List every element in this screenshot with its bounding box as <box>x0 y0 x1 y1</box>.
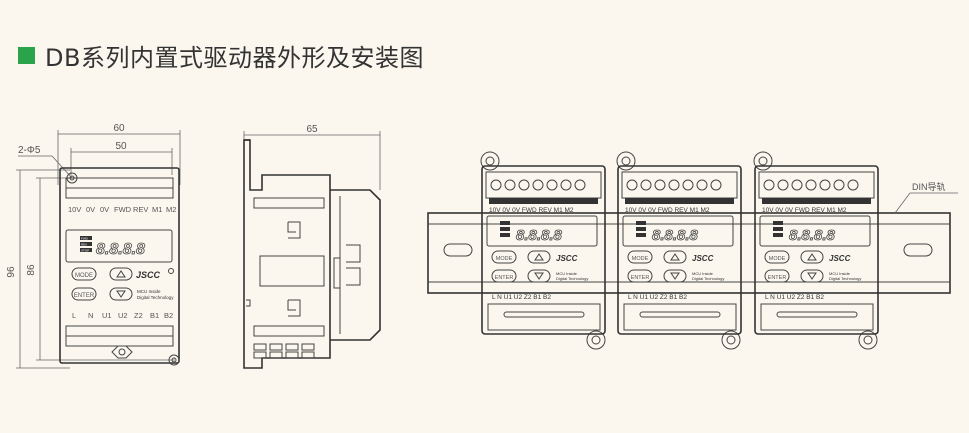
up-button[interactable] <box>109 267 133 281</box>
terminal-label: 0V <box>100 205 109 214</box>
terminal-label: B1 <box>150 311 159 320</box>
svg-text:JSCC: JSCC <box>829 254 851 263</box>
mode-button-label: MODE <box>75 273 93 279</box>
svg-text:L N U1 U2 Z2 B1 B2: L N U1 U2 Z2 B1 B2 <box>628 294 687 301</box>
din-rail-label: DIN导轨 <box>912 181 946 192</box>
seven-segment-display: 8.8.8.8 <box>96 241 145 258</box>
svg-text:Digital Technology: Digital Technology <box>556 276 588 281</box>
dim-depth: 65 <box>306 124 318 135</box>
down-button[interactable] <box>109 287 133 301</box>
display-panel <box>65 229 173 263</box>
driver-unit-2: 10V 0V 0V FWD REV M1 M2 8.8.8.8 MODE JSC… <box>616 151 742 350</box>
svg-text:ENTER: ENTER <box>768 275 787 281</box>
mcu-label-2: Digital Technology <box>137 295 174 300</box>
triangle-up-icon <box>116 270 126 278</box>
enter-button[interactable] <box>71 287 97 301</box>
dim-hole-spacing: 50 <box>115 141 127 152</box>
terminal-label: B2 <box>164 311 173 320</box>
svg-text:MODE: MODE <box>496 256 513 262</box>
bottom-terminal-labels: L N U1 U2 Z2 B1 B2 <box>72 311 173 320</box>
svg-text:JSCC: JSCC <box>692 254 714 263</box>
mount-hole-icon <box>168 354 180 366</box>
svg-text:MCU Inside: MCU Inside <box>556 271 578 276</box>
svg-text:L N U1 U2 Z2 B1 B2: L N U1 U2 Z2 B1 B2 <box>492 294 551 301</box>
svg-text:10V 0V 0V FWD REV M1 M2: 10V 0V 0V FWD REV M1 M2 <box>489 207 574 214</box>
side-view: 65 <box>243 124 381 369</box>
terminal-label: M1 <box>152 205 162 214</box>
svg-text:8.8.8.8: 8.8.8.8 <box>652 227 699 244</box>
svg-text:MCU Inside: MCU Inside <box>829 271 851 276</box>
terminal-label: U2 <box>118 311 128 320</box>
rail-slot <box>443 243 473 257</box>
dim-hole-height: 86 <box>26 264 37 276</box>
svg-text:Digital Technology: Digital Technology <box>692 276 724 281</box>
title-marker-square <box>18 47 35 64</box>
terminal-label: REV <box>133 205 148 214</box>
terminal-label: L <box>72 311 76 320</box>
svg-text:ENTER: ENTER <box>495 275 514 281</box>
rail-slot <box>903 243 933 257</box>
dim-total-width: 60 <box>113 123 125 134</box>
terminal-label: U1 <box>102 311 112 320</box>
terminal-label: M2 <box>166 205 176 214</box>
din-rail <box>427 212 951 294</box>
top-terminal-labels: 10V 0V 0V FWD REV M1 M2 <box>68 205 176 214</box>
enter-button-label: ENTER <box>74 293 95 299</box>
led-label: FWD <box>81 237 89 241</box>
mcu-label-1: MCU Inside <box>137 289 161 294</box>
mode-button[interactable] <box>71 267 97 281</box>
led-label: REV <box>81 243 87 247</box>
front-view: 60 50 2-Φ5 96 86 <box>6 123 181 369</box>
svg-text:MODE: MODE <box>632 256 649 262</box>
svg-text:8.8.8.8: 8.8.8.8 <box>516 227 563 244</box>
svg-text:L N U1 U2 Z2 B1 B2: L N U1 U2 Z2 B1 B2 <box>765 294 824 301</box>
mount-hole-icon <box>66 172 78 184</box>
terminal-label: 10V <box>68 205 81 214</box>
driver-unit-3: 10V 0V 0V FWD REV M1 M2 8.8.8.8 MODE JSC… <box>753 151 879 350</box>
svg-text:Digital Technology: Digital Technology <box>829 276 861 281</box>
terminal-label: 0V <box>86 205 95 214</box>
svg-text:MCU Inside: MCU Inside <box>692 271 714 276</box>
dim-total-height: 96 <box>6 266 17 278</box>
terminal-label: Z2 <box>134 311 143 320</box>
svg-text:ENTER: ENTER <box>631 275 650 281</box>
driver-unit-1: 10V 0V 0V FWD REV M1 M2 8.8.8.8 MODE JSC… <box>480 151 606 350</box>
terminal-label: FWD <box>114 205 132 214</box>
led-label: STOP <box>81 249 89 253</box>
svg-text:MODE: MODE <box>769 256 786 262</box>
svg-text:10V 0V 0V FWD REV M1 M2: 10V 0V 0V FWD REV M1 M2 <box>762 207 847 214</box>
title-row: DB系列内置式驱动器外形及安装图 <box>18 38 424 73</box>
brand-logo: JSCC <box>136 270 161 280</box>
terminal-label: N <box>88 311 93 320</box>
dim-hole-label: 2-Φ5 <box>18 145 41 156</box>
svg-text:8.8.8.8: 8.8.8.8 <box>789 227 836 244</box>
din-rail-view: DIN导轨 10V 0V 0V FWD REV M1 M2 8.8.8.8 MO… <box>427 151 958 350</box>
page-title: DB系列内置式驱动器外形及安装图 <box>45 44 424 72</box>
svg-text:10V 0V 0V FWD REV M1 M2: 10V 0V 0V FWD REV M1 M2 <box>625 207 710 214</box>
svg-text:JSCC: JSCC <box>556 254 578 263</box>
triangle-down-icon <box>116 290 126 298</box>
